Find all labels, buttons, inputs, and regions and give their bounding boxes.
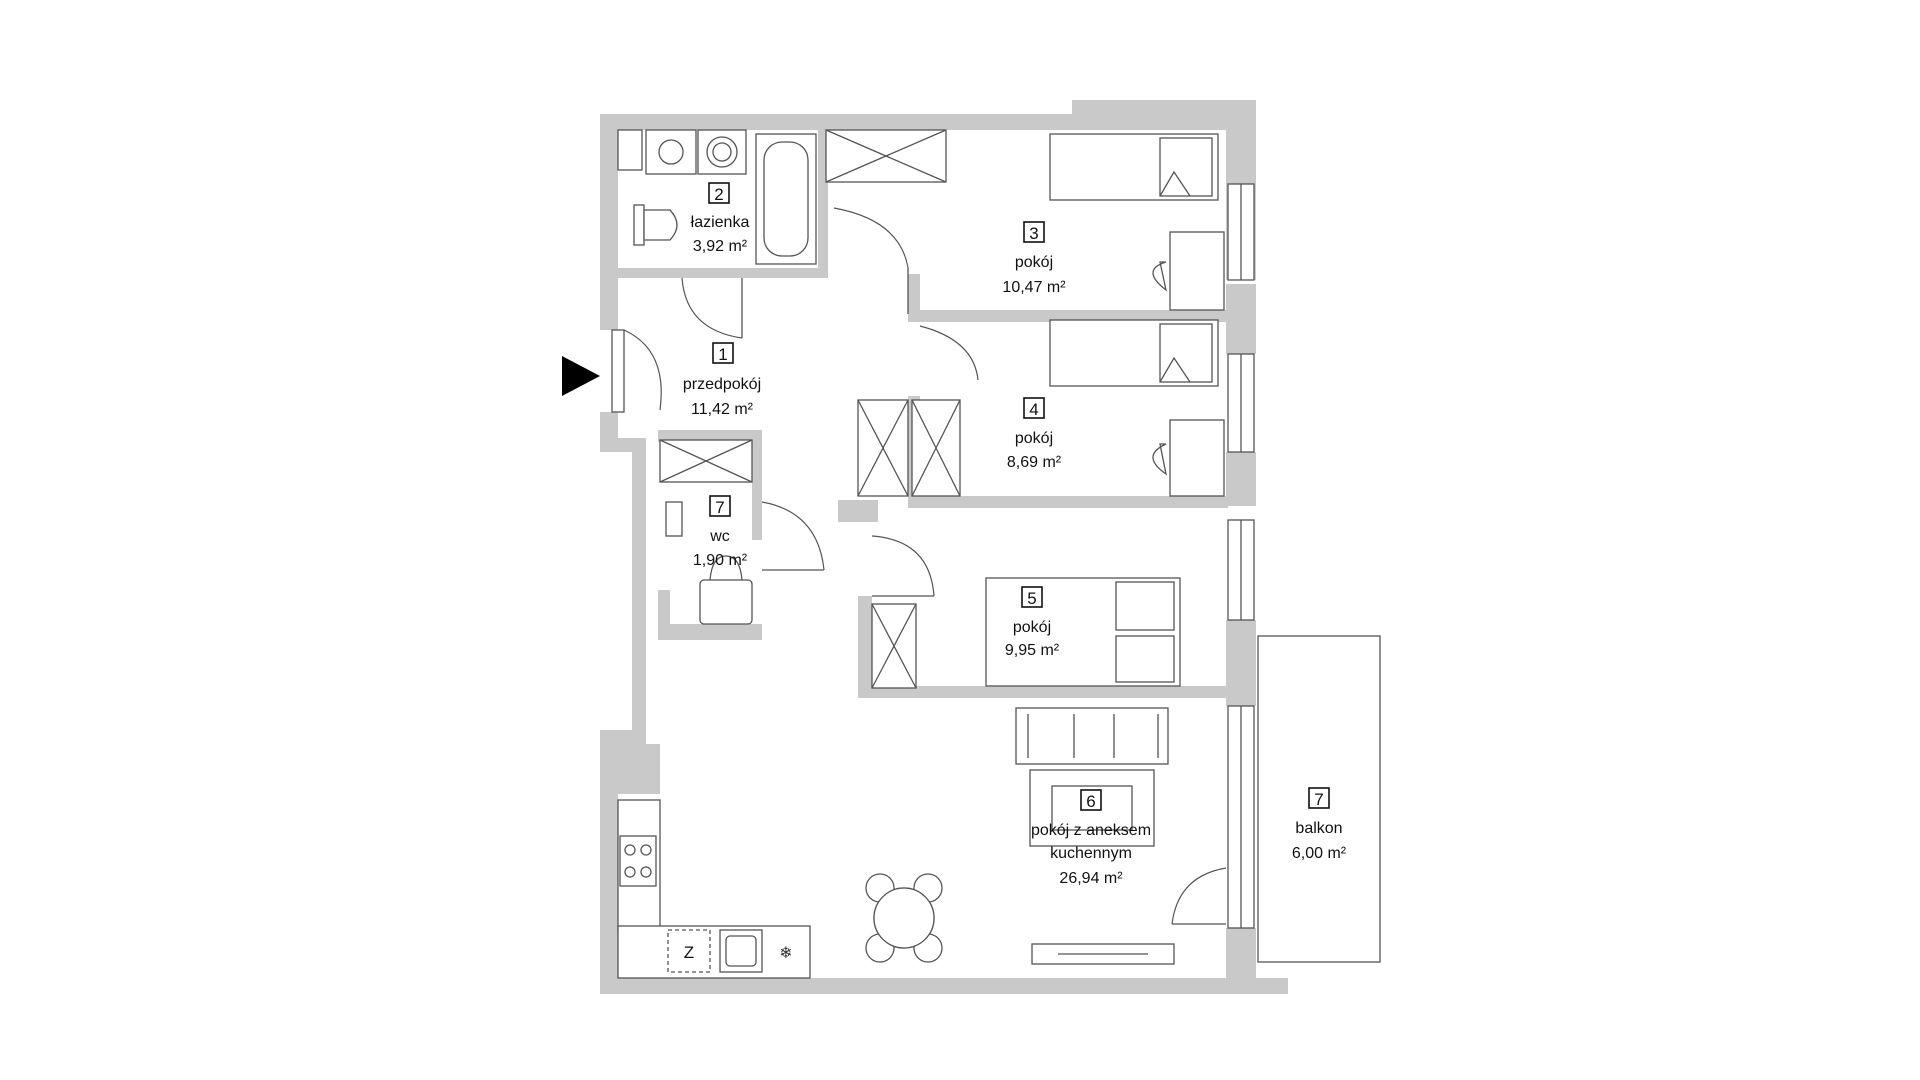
wall-room5-left xyxy=(858,596,872,690)
wall-wc-top xyxy=(658,430,762,442)
svg-text:kuchennym: kuchennym xyxy=(1050,845,1132,862)
svg-text:6,00 m²: 6,00 m² xyxy=(1292,845,1347,862)
svg-text:9,95 m²: 9,95 m² xyxy=(1005,642,1060,659)
svg-text:4: 4 xyxy=(1029,400,1038,419)
wc-fixtures xyxy=(659,439,825,625)
svg-text:11,42 m²: 11,42 m² xyxy=(691,401,754,418)
svg-text:2: 2 xyxy=(714,185,723,204)
room-label-1: 1 przedpokój 11,42 m² xyxy=(683,342,761,418)
fridge-label: Z xyxy=(684,943,694,962)
wc-sink-icon xyxy=(665,501,683,537)
bathroom-door-arc xyxy=(681,277,743,339)
wall-room3-left xyxy=(908,274,920,316)
bathroom-fixtures xyxy=(617,129,817,339)
wall-top-right xyxy=(1072,100,1228,130)
bed-room3 xyxy=(1049,133,1219,201)
room-labels: 2 łazienka 3,92 m² 3 pokój 10,47 m² 1 pr… xyxy=(683,182,1347,887)
room-5-furniture xyxy=(871,535,1181,689)
svg-text:1,90 m²: 1,90 m² xyxy=(693,552,748,569)
wall-bottom xyxy=(600,978,1288,994)
desk-room3 xyxy=(1169,231,1225,311)
wall-wc-left xyxy=(658,590,670,636)
entrance-door-frame xyxy=(611,329,625,413)
double-bed xyxy=(985,577,1181,687)
svg-text:5: 5 xyxy=(1027,589,1036,608)
wall-bath-bottom xyxy=(618,268,828,278)
wall-left-lower xyxy=(632,438,646,732)
wall-left-upper xyxy=(600,114,618,330)
washing-machine xyxy=(645,129,697,175)
svg-text:łazienka: łazienka xyxy=(691,214,750,231)
wall-room5-bottom xyxy=(858,686,1228,698)
room-label-3: 3 pokój 10,47 m² xyxy=(1002,221,1066,296)
sofa-icon xyxy=(1015,707,1169,765)
wall-wc-right xyxy=(752,430,762,540)
svg-text:1: 1 xyxy=(718,345,727,364)
bathtub-icon xyxy=(755,133,817,265)
wc-toilet-icon xyxy=(699,579,753,625)
toilet-tank xyxy=(633,204,645,246)
svg-text:3,92 m²: 3,92 m² xyxy=(693,238,748,255)
room-label-7-balcony: 7 balkon 6,00 m² xyxy=(1292,787,1347,862)
svg-text:10,47 m²: 10,47 m² xyxy=(1002,279,1066,296)
shelf xyxy=(617,129,643,171)
wall-right-5 xyxy=(1226,928,1256,994)
wall-room3-bottom xyxy=(908,310,1228,322)
svg-text:przedpokój: przedpokój xyxy=(683,376,761,393)
wall-column xyxy=(838,500,878,522)
kitchen-counter-bottom xyxy=(617,925,811,979)
wall-bath-right xyxy=(818,130,828,278)
wall-right-3 xyxy=(1226,452,1256,506)
entrance xyxy=(562,329,662,411)
wall-left-bottom xyxy=(600,730,618,992)
room-3-furniture xyxy=(825,129,1225,314)
entrance-arrow-icon xyxy=(562,356,600,396)
room-label-4: 4 pokój 8,69 m² xyxy=(1007,397,1062,471)
wall-wc-bottom xyxy=(658,624,762,640)
freezer-icon: ❄ xyxy=(779,943,792,962)
bed-room4 xyxy=(1049,319,1219,387)
desk-room4 xyxy=(1169,419,1225,497)
chair-room4 xyxy=(1152,443,1167,476)
svg-text:3: 3 xyxy=(1029,224,1038,243)
toilet-icon xyxy=(643,209,678,241)
svg-text:7: 7 xyxy=(1314,790,1323,809)
kitchen-niche xyxy=(618,744,660,794)
wall-top xyxy=(600,114,1074,130)
room-label-5: 5 pokój 9,95 m² xyxy=(1005,586,1060,659)
svg-text:6: 6 xyxy=(1086,792,1095,811)
svg-text:pokój: pokój xyxy=(1015,430,1053,447)
svg-text:wc: wc xyxy=(709,528,730,545)
chair-room3 xyxy=(1152,261,1168,292)
room-label-6: 6 pokój z aneksem kuchennym 26,94 m² xyxy=(1031,789,1151,887)
svg-text:pokój: pokój xyxy=(1013,619,1051,636)
svg-text:7: 7 xyxy=(715,498,724,517)
room-4-furniture xyxy=(857,319,1225,497)
wall-right-2 xyxy=(1226,284,1256,354)
svg-text:26,94 m²: 26,94 m² xyxy=(1059,870,1123,887)
room-label-7-wc: 7 wc 1,90 m² xyxy=(693,495,748,569)
windows xyxy=(611,183,1255,929)
svg-text:balkon: balkon xyxy=(1295,820,1342,837)
wall-left-mid xyxy=(600,412,618,438)
cooktop-icon xyxy=(619,835,657,887)
fridge-icon xyxy=(667,929,711,973)
svg-text:pokój z aneksem: pokój z aneksem xyxy=(1031,822,1151,839)
svg-text:8,69 m²: 8,69 m² xyxy=(1007,454,1062,471)
wall-right-4 xyxy=(1226,620,1256,706)
kitchen-fixtures: Z ❄ xyxy=(617,707,1227,979)
room-label-2: 2 łazienka 3,92 m² xyxy=(691,182,750,255)
wall-room4-bottom xyxy=(908,496,1228,508)
svg-text:pokój: pokój xyxy=(1015,254,1053,271)
